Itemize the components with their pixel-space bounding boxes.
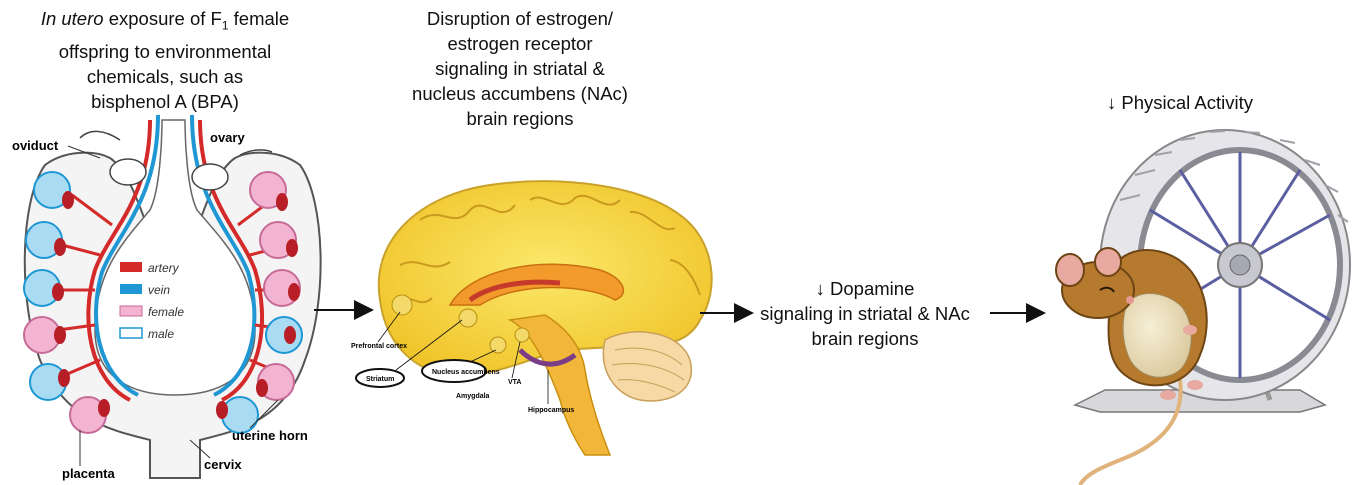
legend-male: male xyxy=(148,327,174,341)
legend-swatch-female xyxy=(120,306,142,316)
legend-swatch-male xyxy=(120,328,142,338)
placenta-label: placenta xyxy=(62,466,116,481)
hippocampus-label: Hippocampus xyxy=(528,407,574,414)
legend-swatch-vein xyxy=(120,284,142,294)
mouse-illustration xyxy=(1056,248,1207,485)
legend-female: female xyxy=(148,305,184,319)
striatum-label: Striatum xyxy=(366,376,394,383)
nucleus-accumbens-label: Nucleus accumbens xyxy=(432,369,500,376)
uterine-horn-label: uterine horn xyxy=(232,428,308,443)
prefrontal-label: Prefrontal cortex xyxy=(351,343,407,350)
uterus-diagram: oviduct ovary uterine horn placenta cerv… xyxy=(12,115,321,481)
legend-swatch-artery xyxy=(120,262,142,272)
vta-label: VTA xyxy=(508,379,521,386)
legend-vein: vein xyxy=(148,283,170,297)
ovary-label: ovary xyxy=(210,130,245,145)
brain-diagram: Prefrontal cortex Striatum Nucleus accum… xyxy=(351,181,712,455)
oviduct-label: oviduct xyxy=(12,138,59,153)
amygdala-label: Amygdala xyxy=(456,393,490,400)
cervix-label: cervix xyxy=(204,457,242,472)
legend-artery: artery xyxy=(148,261,180,275)
